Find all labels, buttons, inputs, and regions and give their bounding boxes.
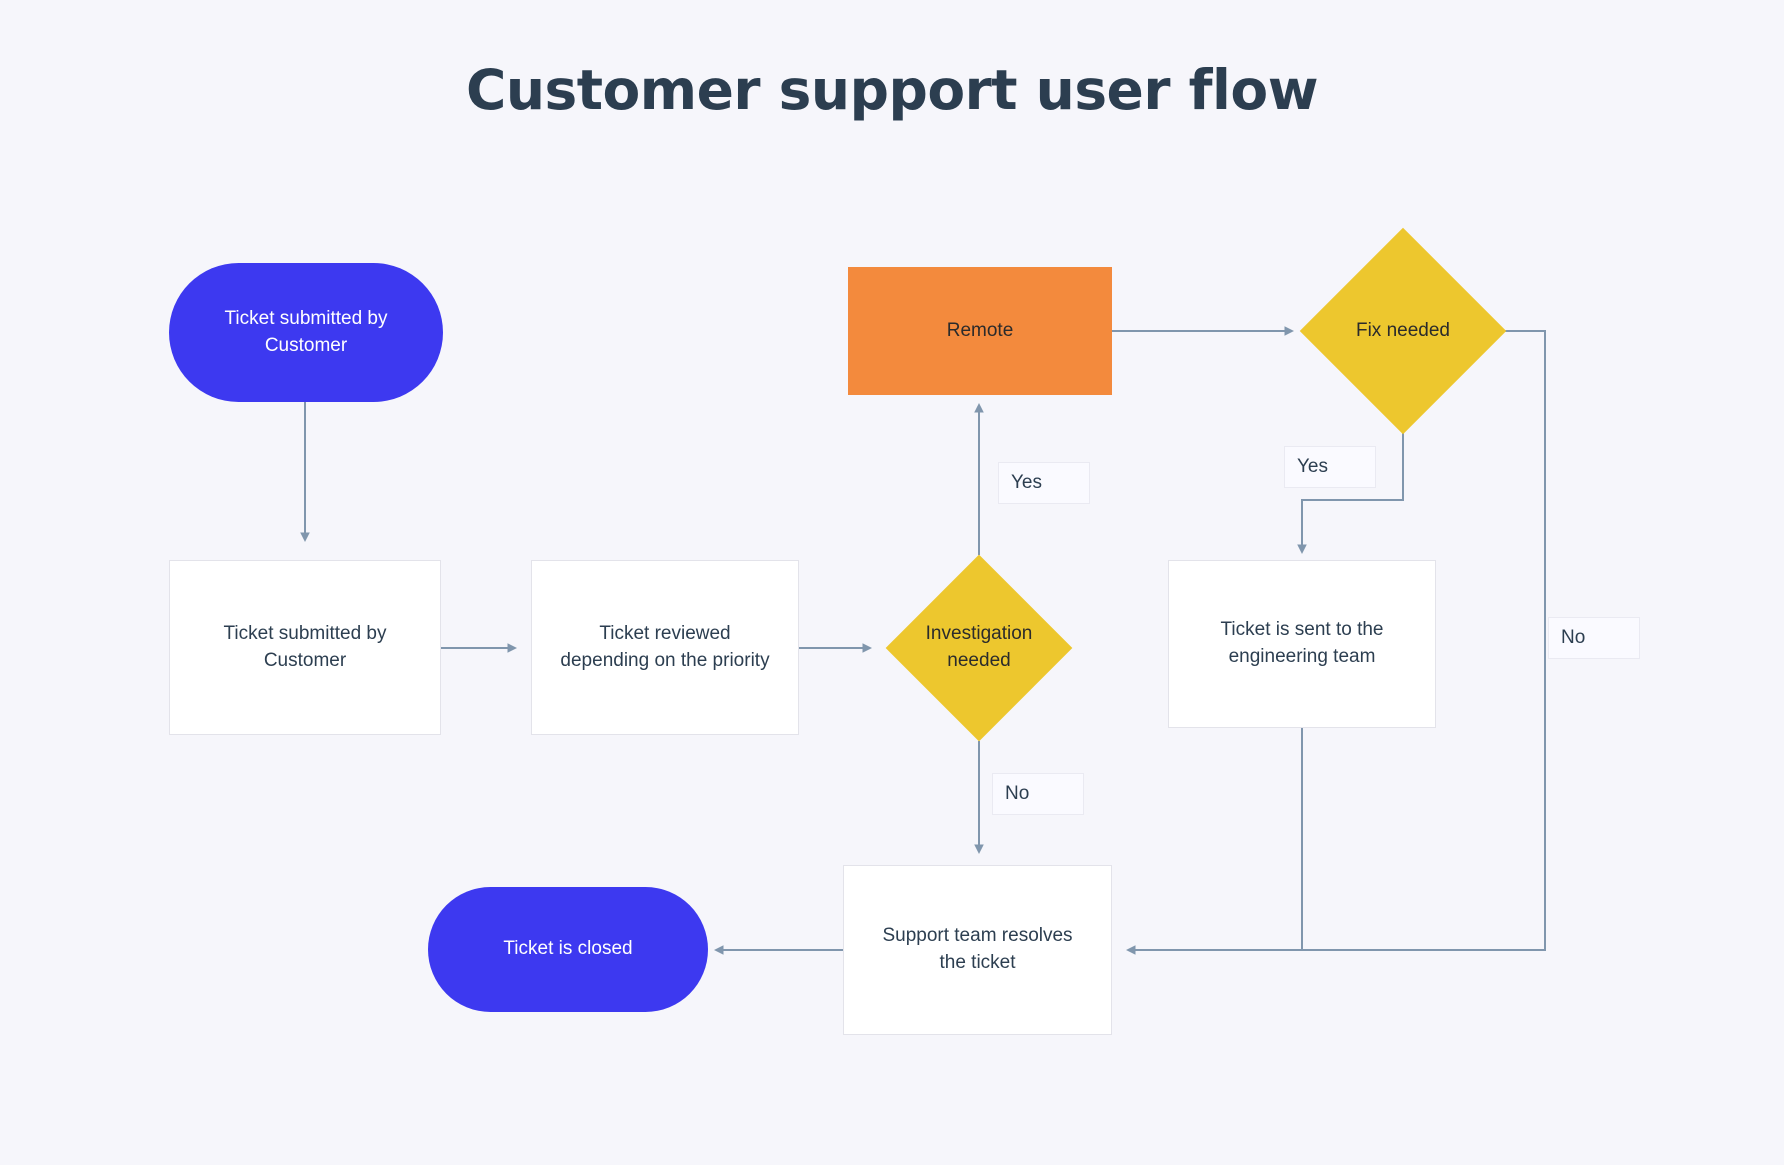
node-fix-decision-label: Fix needed — [1355, 319, 1450, 341]
edge-label-investigation-no-text: No — [1005, 783, 1030, 804]
node-start-terminator-label: Ticket submitted by Customer — [224, 307, 388, 356]
node-resolve-process-label: Support team resolves the ticket — [882, 925, 1073, 973]
node-end-terminator[interactable]: Ticket is closed — [428, 887, 708, 1012]
node-fix-decision[interactable]: Fix needed — [1299, 227, 1507, 435]
node-reviewed-process[interactable]: Ticket reviewed depending on the priorit… — [531, 560, 799, 735]
edge-label-investigation-no: No — [992, 773, 1084, 815]
node-remote-process-label: Remote — [946, 319, 1014, 341]
node-investigation-decision[interactable]: Investigation needed — [885, 554, 1073, 742]
node-reviewed-process-label: Ticket reviewed depending on the priorit… — [560, 622, 770, 671]
node-end-terminator-label: Ticket is closed — [503, 938, 633, 960]
edge-label-fix-yes-text: Yes — [1297, 456, 1328, 477]
node-start-terminator[interactable]: Ticket submitted by Customer — [169, 263, 443, 402]
node-submitted-process-label: Ticket submitted by Customer — [223, 622, 387, 671]
node-engineering-process-label: Ticket is sent to the engineering team — [1220, 619, 1384, 667]
node-resolve-process[interactable]: Support team resolves the ticket — [843, 865, 1112, 1035]
node-engineering-process[interactable]: Ticket is sent to the engineering team — [1168, 560, 1436, 728]
page-title: Customer support user flow — [465, 58, 1319, 122]
edge-label-fix-no: No — [1548, 617, 1640, 659]
node-submitted-process[interactable]: Ticket submitted by Customer — [169, 560, 441, 735]
edge-label-fix-yes: Yes — [1284, 446, 1376, 488]
edge-label-fix-no-text: No — [1561, 627, 1586, 648]
edge-label-investigation-yes-text: Yes — [1011, 472, 1042, 493]
edge-label-investigation-yes: Yes — [998, 462, 1090, 504]
node-investigation-decision-label: Investigation needed — [925, 623, 1033, 671]
node-remote-process[interactable]: Remote — [848, 267, 1112, 395]
